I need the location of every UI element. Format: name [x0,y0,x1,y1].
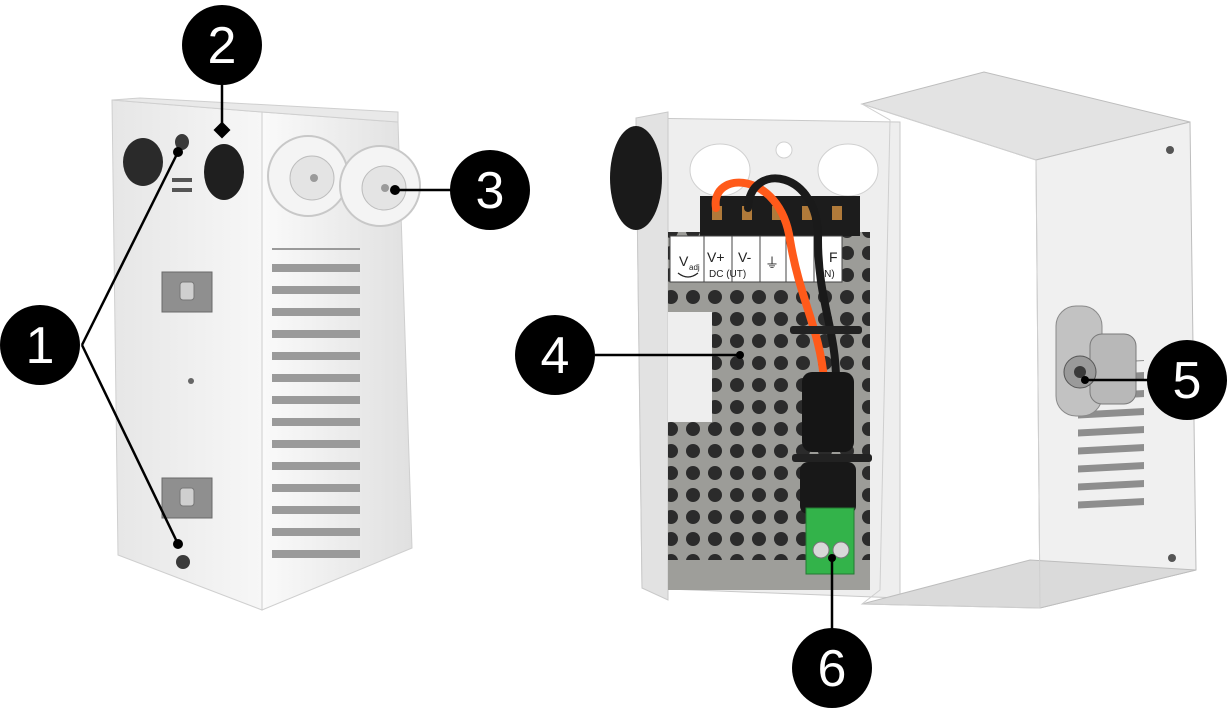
terminal-label-vplus: V+ [707,249,725,265]
green-terminal-block [805,507,855,575]
cover-bottom [861,559,1197,609]
terminal-screws [712,206,842,220]
leader-1a [80,151,180,346]
cable-tie-2 [792,454,872,462]
cable-gland-right [339,145,421,227]
terminal-label-dc-ut: DC (UT) [709,269,746,280]
terminal-label-vminus: V- [738,249,752,265]
leader-endpoints [173,121,1089,562]
wire-black [744,174,840,384]
cover-hole [1168,554,1176,562]
terminal-label-f: F [829,249,838,265]
wire-orange [711,178,828,384]
callout-4: 4 [515,315,595,395]
cover-lock [1055,305,1137,417]
leader-1b [80,344,180,545]
top-hole-small [775,141,793,159]
side-slot [172,178,192,182]
enclosure-top-lip [111,97,399,123]
cable-hole-2 [204,144,244,200]
cable-tie [790,326,862,334]
psu-body-cutout [668,312,712,422]
terminal-label-vadj-sub: adj [689,263,700,272]
terminal-label-in: (IN) [818,269,835,280]
top-hole-right [817,143,879,197]
cable-hole-small [175,134,189,150]
side-hole-bottom [176,555,190,569]
green-terminal-screw [832,541,850,559]
callout-5: 5 [1147,340,1227,420]
green-terminal-screw [812,541,830,559]
open-enclosure: V adj V+ V- DC (UT) ⏚ F (IN) [610,71,1197,609]
cover-front-edge [860,103,1041,609]
closed-enclosure [111,97,421,611]
callout-3: 3 [450,150,530,230]
svg-text:2: 2 [208,17,237,75]
cable-gland-left [267,135,349,217]
side-hole-mid [188,378,194,384]
terminal-label-dividers [703,236,815,282]
callout-6: 6 [792,628,872,708]
cover-hole [1166,146,1174,154]
callout-2: 2 [182,5,262,85]
mounting-screw [179,487,195,507]
mounting-bracket-top [161,271,213,313]
svg-text:3: 3 [476,162,505,220]
terminal-label-vadj: V [679,253,689,269]
svg-text:4: 4 [541,327,570,385]
front-vents [272,248,360,558]
side-grommet [610,126,662,230]
leader-lines [80,85,1150,630]
svg-text:5: 5 [1173,352,1202,410]
side-slot [172,188,192,192]
cable-hole-large [123,138,163,186]
ground-icon: ⏚ [765,255,779,271]
svg-text:1: 1 [26,317,55,375]
adjust-arc-icon [677,272,699,278]
inline-fuse-holder [802,372,854,452]
terminal-label-strip [669,235,843,283]
svg-text:6: 6 [818,640,847,698]
mounting-screw [179,281,195,301]
callout-1: 1 [0,305,80,385]
connector-housing [800,462,856,514]
